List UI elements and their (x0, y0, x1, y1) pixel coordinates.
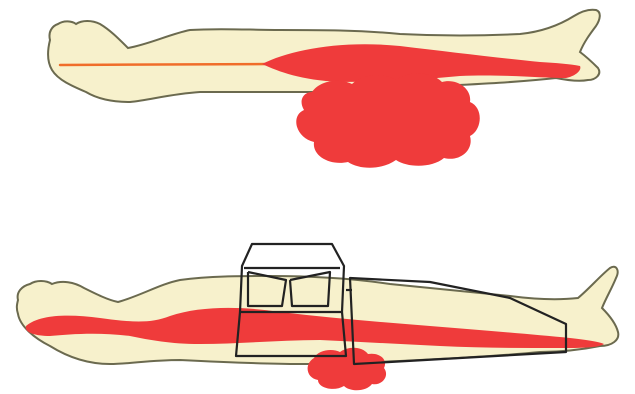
bottom-body-silhouette (17, 267, 618, 364)
bottom-figure (17, 244, 618, 390)
top-thin-line (60, 64, 270, 65)
top-figure (48, 10, 600, 168)
top-red-mass-cloud (296, 73, 479, 167)
